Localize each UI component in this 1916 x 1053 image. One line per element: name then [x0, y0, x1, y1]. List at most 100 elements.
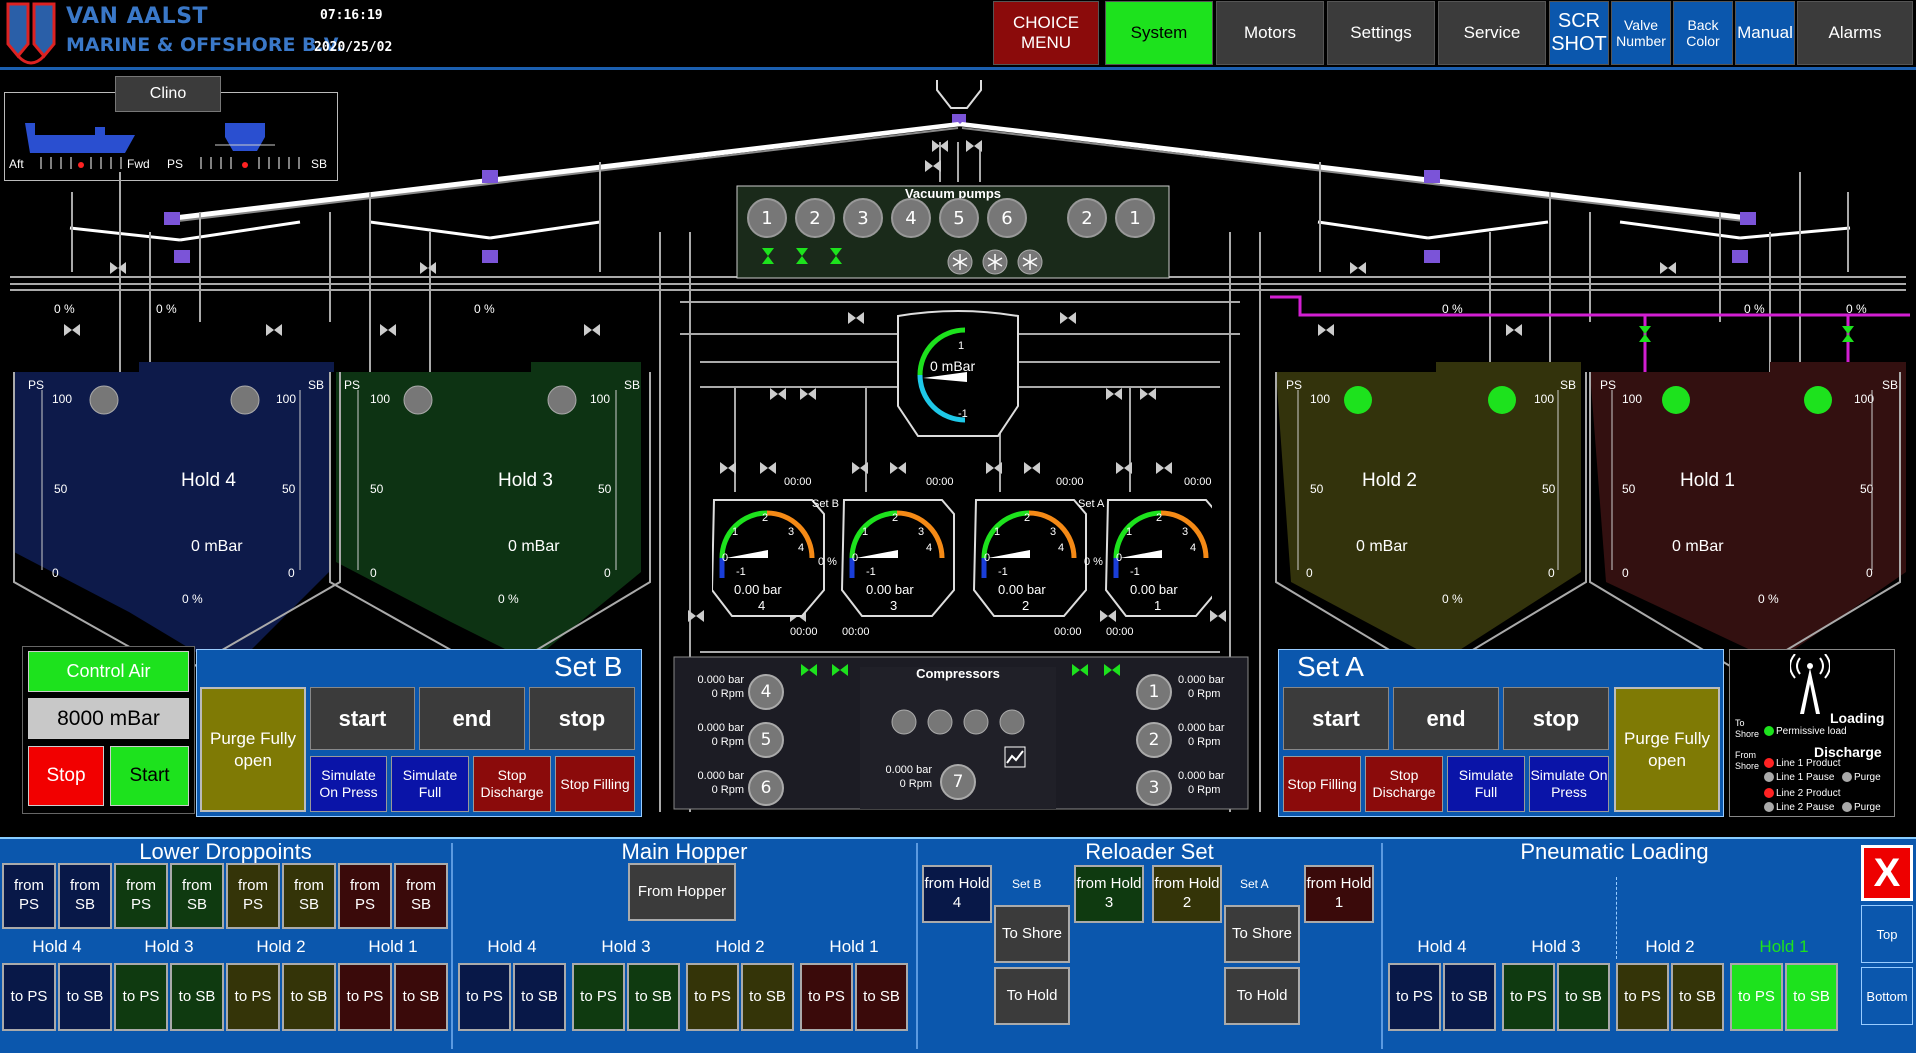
gauge-set-a-label: Set A: [1078, 498, 1104, 510]
nav-alarms[interactable]: Alarms: [1797, 1, 1913, 65]
nav-screenshot[interactable]: SCR SHOT: [1549, 1, 1609, 65]
nav-back-color[interactable]: Back Color: [1673, 1, 1733, 65]
gauge2-number: 2: [1022, 598, 1029, 613]
lower-hold1-to-sb[interactable]: to SB: [394, 963, 448, 1031]
compressor-3[interactable]: 3: [1136, 770, 1172, 806]
lower-hold2-to-sb[interactable]: to SB: [282, 963, 336, 1031]
compressor-fan-icons: [890, 708, 1030, 738]
lower-hold2-from-sb[interactable]: from SB: [282, 863, 336, 929]
lower-hold1-from-sb[interactable]: from SB: [394, 863, 448, 929]
set-a-purge-button[interactable]: Purge Fully open: [1614, 687, 1720, 812]
gauge-time-2: 00:00: [926, 476, 954, 488]
nav-valve-number[interactable]: Valve Number: [1611, 1, 1671, 65]
nav-manual[interactable]: Manual: [1735, 1, 1795, 65]
main-hold3-to-ps[interactable]: to PS: [572, 963, 625, 1031]
compressor-2[interactable]: 2: [1136, 722, 1172, 758]
reloader-b-to-shore[interactable]: To Shore: [994, 905, 1070, 963]
lower-hold1-to-ps[interactable]: to PS: [338, 963, 392, 1031]
nav-settings[interactable]: Settings: [1327, 1, 1435, 65]
reloader-a-to-hold[interactable]: To Hold: [1224, 967, 1300, 1025]
set-b-simulate-full-button[interactable]: Simulate Full: [391, 756, 469, 812]
vacuum-pump-4[interactable]: 4: [891, 198, 931, 238]
from-hopper-button[interactable]: From Hopper: [628, 863, 736, 921]
set-b-stop-discharge-button[interactable]: Stop Discharge: [473, 756, 551, 812]
vacuum-pump-1[interactable]: 1: [747, 198, 787, 238]
vacuum-pump-3[interactable]: 3: [843, 198, 883, 238]
vacuum-pump-1-right[interactable]: 1: [1115, 198, 1155, 238]
control-air-button[interactable]: Control Air: [28, 651, 189, 692]
set-b-end-button[interactable]: end: [419, 687, 525, 750]
set-a-end-button[interactable]: end: [1393, 687, 1499, 750]
lower-hold3-from-ps[interactable]: from PS: [114, 863, 168, 929]
set-a-start-button[interactable]: start: [1283, 687, 1389, 750]
main-hold2-to-sb[interactable]: to SB: [741, 963, 794, 1031]
reloader-from-hold2[interactable]: from Hold 2: [1152, 865, 1222, 923]
reloader-from-hold4[interactable]: from Hold 4: [922, 865, 992, 923]
set-b-stop-button[interactable]: stop: [529, 687, 635, 750]
pneu-hold1-to-ps[interactable]: to PS: [1730, 963, 1783, 1031]
lower-hold1-from-ps[interactable]: from PS: [338, 863, 392, 929]
main-hold1-to-ps[interactable]: to PS: [800, 963, 853, 1031]
control-air-start-button[interactable]: Start: [110, 746, 189, 806]
control-air-stop-button[interactable]: Stop: [28, 746, 104, 806]
lower-hold3-to-sb[interactable]: to SB: [170, 963, 224, 1031]
lower-hold4-to-sb[interactable]: to SB: [58, 963, 112, 1031]
pneu-hold3-to-sb[interactable]: to SB: [1557, 963, 1610, 1031]
vacuum-pump-2-right[interactable]: 2: [1067, 198, 1107, 238]
gauge-pct-b: 0 %: [818, 556, 837, 568]
pneu-hold1-to-sb[interactable]: to SB: [1785, 963, 1838, 1031]
main-hold1-to-sb[interactable]: to SB: [855, 963, 908, 1031]
set-b-purge-button[interactable]: Purge Fully open: [200, 687, 306, 812]
trend-chart-icon[interactable]: [1004, 746, 1028, 770]
set-a-stop-button[interactable]: stop: [1503, 687, 1609, 750]
set-b-start-button[interactable]: start: [310, 687, 415, 750]
nav-system[interactable]: System: [1105, 1, 1213, 65]
compressor-6[interactable]: 6: [748, 770, 784, 806]
pneu-hold4-to-sb[interactable]: to SB: [1443, 963, 1496, 1031]
lower-hold2-from-ps[interactable]: from PS: [226, 863, 280, 929]
gauge3-scale-1: 1: [862, 526, 868, 538]
lower-hold3-from-sb[interactable]: from SB: [170, 863, 224, 929]
scroll-top-button[interactable]: Top: [1861, 905, 1913, 963]
lower-hold4-from-ps[interactable]: from PS: [2, 863, 56, 929]
vacuum-pump-2[interactable]: 2: [795, 198, 835, 238]
gauge1-scale-0: 0: [1116, 552, 1122, 564]
nav-service[interactable]: Service: [1438, 1, 1546, 65]
set-a-stop-discharge-button[interactable]: Stop Discharge: [1365, 756, 1443, 812]
main-hold4-to-sb[interactable]: to SB: [513, 963, 566, 1031]
nav-choice-menu[interactable]: CHOICE MENU: [993, 1, 1099, 65]
scroll-bottom-button[interactable]: Bottom: [1861, 967, 1913, 1025]
reloader-b-to-hold[interactable]: To Hold: [994, 967, 1070, 1025]
compressor-1[interactable]: 1: [1136, 674, 1172, 710]
main-hold3-to-sb[interactable]: to SB: [627, 963, 680, 1031]
reloader-from-hold1[interactable]: from Hold 1: [1304, 865, 1374, 923]
main-hold4-to-ps[interactable]: to PS: [458, 963, 511, 1031]
reloader-from-hold3[interactable]: from Hold 3: [1074, 865, 1144, 923]
compressor-5[interactable]: 5: [748, 722, 784, 758]
line1-purge: Purge: [1854, 772, 1881, 783]
pneu-hold2-to-sb[interactable]: to SB: [1671, 963, 1724, 1031]
main-hold2-to-ps[interactable]: to PS: [686, 963, 739, 1031]
vacuum-pump-6[interactable]: 6: [987, 198, 1027, 238]
nav-motors[interactable]: Motors: [1216, 1, 1324, 65]
gauge-time-8: 00:00: [1106, 626, 1134, 638]
set-b-stop-filling-button[interactable]: Stop Filling: [555, 756, 635, 812]
reloader-a-to-shore[interactable]: To Shore: [1224, 905, 1300, 963]
lower-hold3-to-ps[interactable]: to PS: [114, 963, 168, 1031]
set-a-simulate-full-button[interactable]: Simulate Full: [1447, 756, 1525, 812]
compressor-7[interactable]: 7: [940, 764, 976, 800]
pneu-hold3-to-ps[interactable]: to PS: [1502, 963, 1555, 1031]
vacuum-pump-5[interactable]: 5: [939, 198, 979, 238]
comp3-bar: 0.000 bar: [1178, 770, 1224, 782]
lower-hold4-to-ps[interactable]: to PS: [2, 963, 56, 1031]
pneu-hold2-to-ps[interactable]: to PS: [1616, 963, 1669, 1031]
set-a-stop-filling-button[interactable]: Stop Filling: [1283, 756, 1361, 812]
compressor-4[interactable]: 4: [748, 674, 784, 710]
lower-hold2-to-ps[interactable]: to PS: [226, 963, 280, 1031]
central-scale-top: 1: [958, 340, 964, 352]
set-b-simulate-on-press-button[interactable]: Simulate On Press: [310, 756, 387, 812]
lower-hold4-from-sb[interactable]: from SB: [58, 863, 112, 929]
close-button[interactable]: X: [1861, 845, 1913, 901]
set-a-simulate-on-press-button[interactable]: Simulate On Press: [1529, 756, 1609, 812]
pneu-hold4-to-ps[interactable]: to PS: [1388, 963, 1441, 1031]
